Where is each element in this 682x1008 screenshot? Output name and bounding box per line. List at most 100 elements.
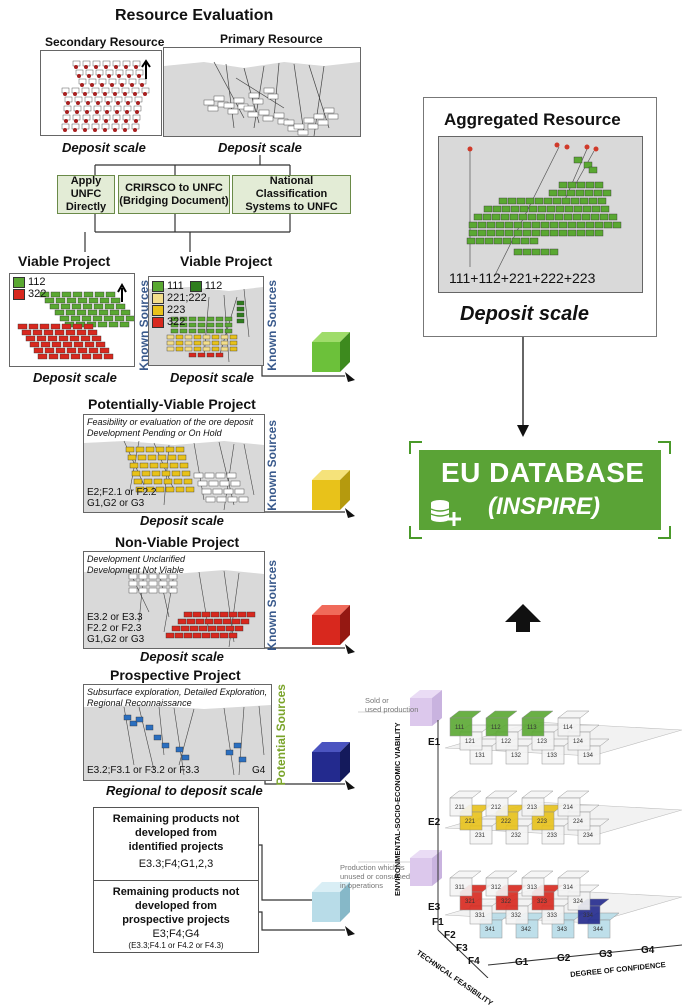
sample-point (74, 119, 78, 123)
block-blue (175, 746, 184, 753)
block-green (585, 229, 595, 237)
block-221 (220, 334, 229, 340)
block-green (501, 205, 511, 213)
block-322 (54, 329, 65, 336)
block-221 (166, 340, 175, 346)
block-112 (76, 309, 87, 316)
primary-resource-section (164, 48, 360, 136)
block-322 (197, 352, 206, 358)
cell-code: 342 (521, 927, 532, 933)
block-red (231, 618, 241, 625)
block-yellow (177, 454, 187, 461)
block-green (583, 161, 593, 169)
block-green (594, 229, 604, 237)
block-red (165, 632, 175, 639)
cube-cell-214 (557, 797, 581, 817)
block-yellow (139, 462, 149, 469)
block-111 (224, 316, 233, 322)
block-322 (73, 341, 84, 348)
block-yellow (137, 454, 147, 461)
block-green (573, 205, 583, 213)
block-green (581, 213, 591, 221)
sample-point (74, 65, 78, 69)
block-green (482, 213, 492, 221)
block-green (567, 181, 577, 189)
sample-point (76, 101, 80, 105)
sample-point (103, 92, 107, 96)
block-green (493, 237, 503, 245)
cube-cell-213 (521, 790, 554, 799)
block-112 (120, 309, 131, 316)
block-green (525, 197, 535, 205)
block-red (225, 625, 235, 632)
block-green (563, 213, 573, 221)
block-221 (229, 346, 238, 352)
block-red (216, 625, 226, 632)
block-221 (193, 346, 202, 352)
block-green (579, 197, 589, 205)
block-red (246, 611, 256, 618)
block-112 (236, 312, 245, 318)
block-yellow (129, 462, 139, 469)
block-green (591, 205, 601, 213)
cell-code: 214 (563, 805, 574, 811)
block (233, 97, 245, 104)
block-111 (215, 316, 224, 322)
prospective-project-title: Prospective Project (110, 667, 241, 683)
block-red (177, 618, 187, 625)
block-yellow (155, 446, 165, 453)
block-red (195, 618, 205, 625)
block-yellow (145, 486, 155, 493)
block (168, 580, 178, 587)
block-green (549, 229, 559, 237)
block-green (597, 197, 607, 205)
arrow-icon (345, 508, 355, 518)
cube-cell-114 (557, 717, 581, 737)
block-322 (84, 341, 95, 348)
block-red (192, 632, 202, 639)
block-111 (197, 328, 206, 334)
block-221 (202, 340, 211, 346)
block-221 (202, 334, 211, 340)
cell-code: 212 (491, 805, 502, 811)
block-322 (43, 329, 54, 336)
block (227, 108, 239, 115)
deposit-scale-caption: Deposit scale (170, 370, 254, 385)
viable-project-left-title: Viable Project (18, 253, 111, 269)
block-yellow (127, 454, 137, 461)
sample-point (84, 119, 88, 123)
eu-database-badge: EU DATABASE (INSPIRE) (406, 440, 674, 540)
block-112 (82, 303, 93, 310)
database-add-icon (430, 500, 461, 526)
block-111 (170, 328, 179, 334)
block-221 (184, 346, 193, 352)
block-112 (114, 315, 125, 322)
aggregated-resource-panel: 111+112+221+222+223 (438, 136, 643, 293)
apply-unfc-directly-box: Apply UNFC Directly (57, 175, 115, 214)
block-green (554, 213, 564, 221)
cell-code: 231 (475, 833, 486, 839)
block-112 (110, 297, 121, 304)
block-yellow (179, 462, 189, 469)
block-green (468, 229, 478, 237)
cube-cell-113 (521, 717, 545, 737)
block-green (534, 197, 544, 205)
block-green (557, 189, 567, 197)
block-322 (37, 353, 48, 360)
block-112 (98, 309, 109, 316)
e-axis-label: ENVIRONMENTAL-SOCIO-ECONOMIC VIABILITY (393, 722, 402, 896)
cell-code: 313 (527, 885, 538, 891)
cube-cell-212 (485, 790, 518, 799)
block-red (210, 611, 220, 618)
block-yellow (131, 470, 141, 477)
block-red (183, 632, 193, 639)
cell-code: 323 (537, 899, 548, 905)
sample-point (63, 92, 67, 96)
block (138, 587, 148, 594)
cube-cell-113 (521, 710, 554, 719)
block-112 (236, 318, 245, 324)
block-green (504, 221, 514, 229)
sample-point (84, 65, 88, 69)
block-red (192, 611, 202, 618)
